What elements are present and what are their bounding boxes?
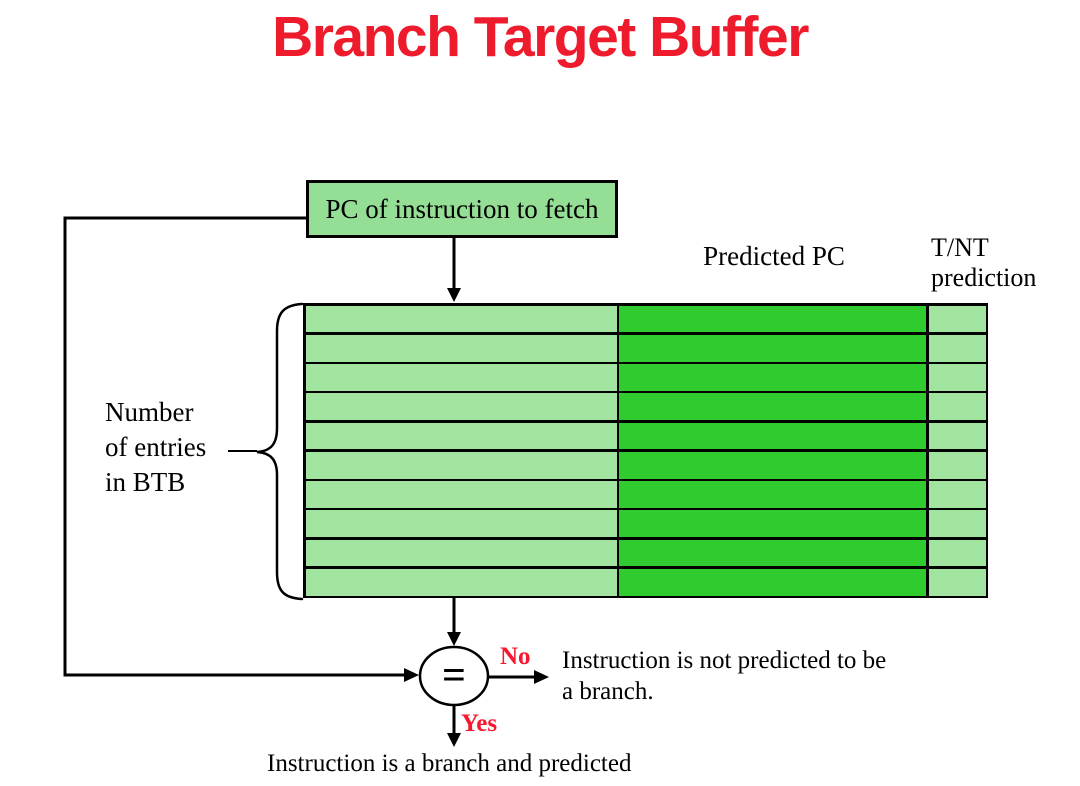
- pc-to-btb-arrowhead-icon: [447, 288, 461, 302]
- btb-cell-pc: [305, 451, 617, 479]
- btb-entries-label: Number of entries in BTB: [105, 395, 206, 500]
- btb-entries-label-line2: of entries: [105, 432, 207, 462]
- btb-cell-prediction: [928, 334, 986, 362]
- feedback-loop-line: [63, 216, 406, 677]
- pc-fetch-box-label: PC of instruction to fetch: [325, 193, 599, 224]
- btb-cell-target: [619, 364, 926, 391]
- btb-cell-prediction: [928, 393, 986, 420]
- btb-cell-pc: [305, 568, 617, 596]
- btb-cell-target: [619, 334, 926, 362]
- no-branch-arrowhead-icon: [534, 670, 549, 684]
- tnt-prediction-header-line2: prediction: [931, 263, 1037, 292]
- btb-cell-pc: [305, 539, 617, 567]
- btb-cell-target: [619, 305, 926, 333]
- btb-cell-pc: [305, 481, 617, 508]
- btb-cell-pc: [305, 305, 617, 333]
- btb-cell-pc: [305, 334, 617, 362]
- btb-cell-pc: [305, 510, 617, 537]
- btb-cell-prediction: [928, 451, 986, 479]
- btb-cell-target: [619, 393, 926, 420]
- predicted-pc-header: Predicted PC: [703, 241, 845, 271]
- tnt-prediction-header: T/NT prediction: [931, 233, 1036, 293]
- btb-cell-prediction: [928, 364, 986, 391]
- btb-cell-prediction: [928, 510, 986, 537]
- btb-cell-target: [619, 539, 926, 567]
- yes-label: Yes: [461, 710, 498, 737]
- btb-to-comparator-arrowhead-icon: [447, 632, 461, 646]
- no-branch-text-line2: a branch.: [562, 678, 654, 705]
- btb-table: [303, 303, 988, 598]
- btb-cell-prediction: [928, 422, 986, 450]
- btb-cell-pc: [305, 364, 617, 391]
- tnt-prediction-header-line1: T/NT: [931, 233, 989, 262]
- btb-cell-pc: [305, 422, 617, 450]
- btb-cell-prediction: [928, 481, 986, 508]
- no-label: No: [500, 643, 531, 670]
- no-branch-text-line1: Instruction is not predicted to be: [562, 647, 887, 674]
- btb-cell-target: [619, 510, 926, 537]
- btb-entries-label-line1: Number: [105, 397, 194, 427]
- btb-cell-target: [619, 568, 926, 596]
- no-branch-text: Instruction is not predicted to be a bra…: [562, 645, 886, 707]
- btb-cell-target: [619, 481, 926, 508]
- btb-cell-pc: [305, 393, 617, 420]
- btb-cell-target: [619, 451, 926, 479]
- btb-entries-label-line3: in BTB: [105, 467, 186, 497]
- yes-branch-text: Instruction is a branch and predicted: [267, 750, 632, 777]
- btb-entries-brace: [256, 302, 304, 601]
- yes-branch-arrowhead-icon: [447, 733, 461, 747]
- feedback-arrowhead-icon: [404, 668, 419, 682]
- equals-icon: =: [442, 653, 466, 699]
- slide-title: Branch Target Buffer: [272, 5, 809, 69]
- pc-fetch-box: PC of instruction to fetch: [306, 180, 618, 238]
- btb-cell-prediction: [928, 305, 986, 333]
- btb-cell-target: [619, 422, 926, 450]
- btb-cell-prediction: [928, 568, 986, 596]
- btb-cell-prediction: [928, 539, 986, 567]
